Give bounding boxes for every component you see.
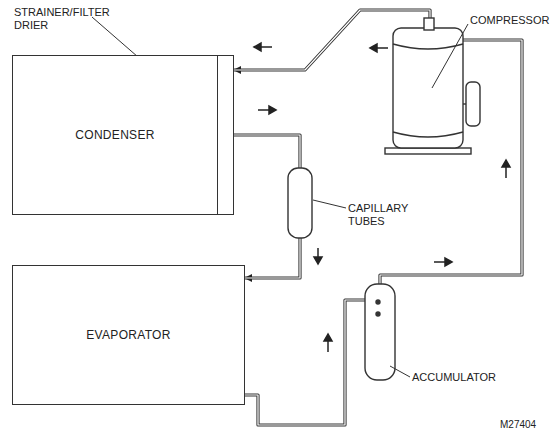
node-title: EVAPORATOR [86, 328, 170, 342]
evaporator-coil: EVAPORATOR [12, 265, 245, 405]
condenser-header [216, 55, 234, 215]
compressor-symbol [385, 18, 480, 154]
accumulator-symbol [365, 284, 395, 380]
part-label: COMPRESSOR [470, 14, 550, 27]
condenser-coil: CONDENSER [12, 55, 218, 215]
part-label: STRAINER/FILTER DRIER [14, 6, 98, 32]
node-title: CONDENSER [75, 128, 154, 142]
capillary-tubes-symbol [288, 168, 312, 238]
pipe-highlight [234, 10, 522, 425]
refrigerant-pipe [234, 10, 522, 425]
part-label: CAPILLARY TUBES [348, 202, 418, 228]
part-label: M27404 [500, 418, 550, 431]
flow-arrows [254, 43, 510, 352]
part-label: ACCUMULATOR [412, 371, 502, 384]
